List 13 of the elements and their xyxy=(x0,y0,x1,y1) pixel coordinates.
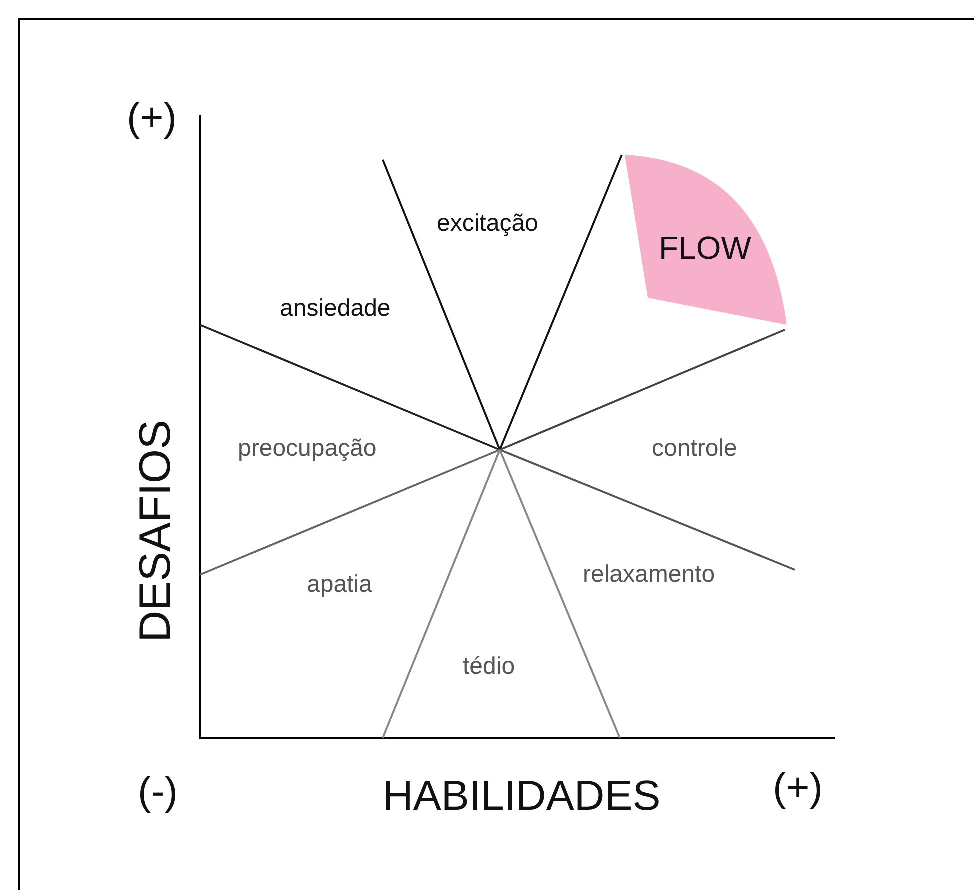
zone-label: controle xyxy=(652,437,738,461)
axis-end-label: (+) xyxy=(773,768,823,808)
zone-label: ansiedade xyxy=(280,297,391,321)
axis-title: DESAFIOS xyxy=(134,420,178,642)
zone-label: excitação xyxy=(437,212,538,236)
axis-title: HABILIDADES xyxy=(383,775,661,817)
zone-label: tédio xyxy=(463,655,516,679)
zone-label: preocupação xyxy=(238,437,377,461)
zone-label: apatia xyxy=(307,573,372,597)
axis-end-label: (+) xyxy=(127,98,177,138)
zone-label: FLOW xyxy=(659,232,752,264)
zone-label: relaxamento xyxy=(583,563,716,587)
axis-end-label: (-) xyxy=(138,772,178,812)
